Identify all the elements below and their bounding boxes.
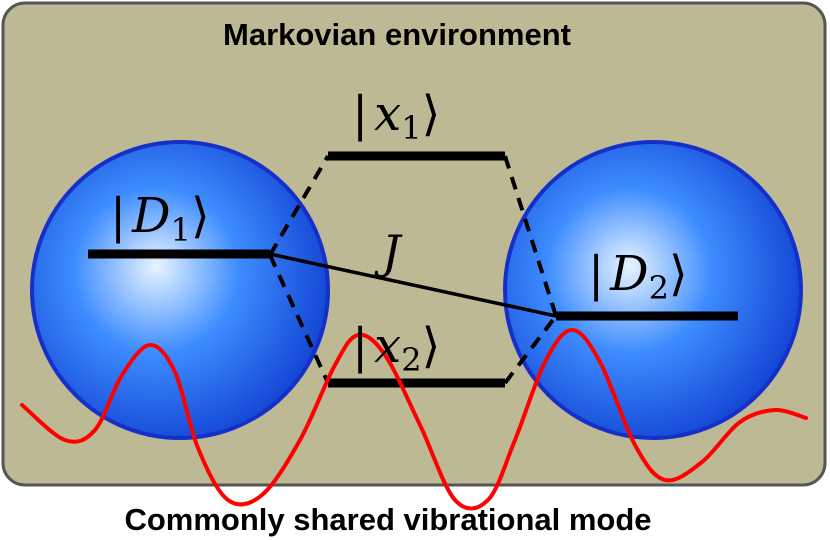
energy-levels [88,151,738,388]
site-1-sphere [30,140,330,440]
dashed-connector-x1-d2 [503,155,558,317]
state-label-x2: |x2⟩ [352,318,440,379]
site-2-sphere [503,140,803,440]
dashed-connector-d1-x2 [268,254,330,384]
state-label-x1: |x1⟩ [352,86,440,147]
coupling-line [269,252,557,318]
vibrational-mode-label: Commonly shared vibrational mode [124,502,651,537]
dashed-connector-d1-x1 [268,154,330,257]
state-label-d1: |D1⟩ [110,188,210,249]
state-label-d2: |D2⟩ [588,246,688,307]
dashed-connector-x2-d2 [503,314,558,385]
vibrational-mode-wave [20,328,808,511]
environment-label: Markovian environment [223,17,571,52]
dashed-connectors [268,154,558,385]
